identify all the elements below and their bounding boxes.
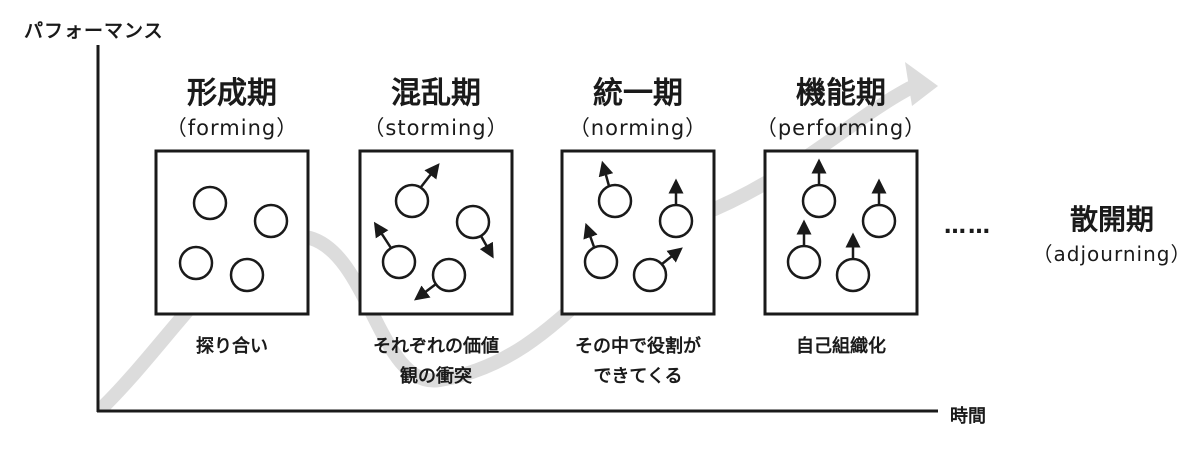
member-circle <box>381 244 417 280</box>
member-circle <box>178 245 214 281</box>
direction-arrow <box>420 163 440 188</box>
direction-arrow <box>661 247 683 265</box>
stage-description-norming: その中で役割ができてくる <box>575 336 701 387</box>
member-circle <box>192 185 228 221</box>
stage-description-performing: 自己組織化 <box>796 336 886 357</box>
member-circle <box>801 183 837 219</box>
stage-title-forming: 形成期 <box>187 76 277 111</box>
direction-arrow <box>373 221 393 249</box>
y-axis-label: パフォーマンス <box>24 20 164 42</box>
member-circle <box>394 183 430 219</box>
stage-box-forming <box>154 149 310 316</box>
member-circle <box>455 204 491 240</box>
stage-title-adjourning: 散開期 <box>1069 203 1154 236</box>
ellipsis: …… <box>944 214 992 239</box>
direction-arrow <box>583 222 598 248</box>
member-circle <box>253 203 289 239</box>
member-circle <box>835 257 871 293</box>
stage-box-performing <box>763 149 919 316</box>
member-circle <box>229 257 265 293</box>
member-circle <box>431 257 467 293</box>
stage-subtitle-norming: （norming） <box>568 116 708 140</box>
stage-subtitle-performing: （performing） <box>755 116 927 140</box>
storming-members <box>373 163 494 301</box>
member-circle <box>658 203 694 239</box>
x-axis-label: 時間 <box>950 406 986 427</box>
stage-box-norming <box>560 149 716 316</box>
member-circle <box>597 183 633 219</box>
member-circle <box>583 244 619 280</box>
direction-arrow <box>414 283 437 301</box>
stage-subtitle-storming: （storming） <box>363 116 509 140</box>
member-circle <box>786 244 822 280</box>
member-circle <box>861 203 897 239</box>
norming-members <box>583 160 694 293</box>
performing-members <box>786 158 897 293</box>
performance-curve-arrowhead <box>905 62 938 106</box>
stage-title-performing: 機能期 <box>796 76 886 111</box>
stage-description-storming: それぞれの価値観の衝突 <box>373 336 499 387</box>
direction-arrow <box>598 160 614 187</box>
stage-description-forming: 探り合い <box>196 336 268 357</box>
stage-box-storming <box>358 149 514 316</box>
member-circle <box>632 257 668 293</box>
stage-title-norming: 統一期 <box>593 76 683 111</box>
direction-arrow <box>479 235 494 259</box>
stage-title-storming: 混乱期 <box>391 76 481 111</box>
stage-subtitle-adjourning: （adjourning） <box>1032 242 1192 266</box>
forming-members <box>178 185 289 293</box>
stage-subtitle-forming: （forming） <box>165 116 299 140</box>
